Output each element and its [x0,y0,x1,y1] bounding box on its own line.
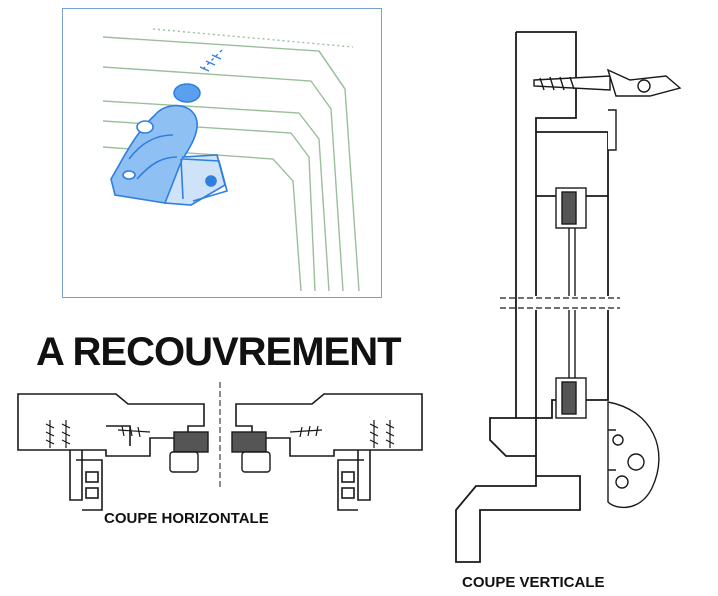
hinge-icon [110,104,228,206]
vertical-frame [455,31,609,563]
hinge-perspective-panel [62,8,382,298]
screws [45,420,395,448]
hinge-pin-icon [173,83,201,103]
horizontal-frame-left [17,393,205,511]
horizontal-section-drawing [17,382,423,511]
glazing-right [231,431,271,473]
bottom-hinge-icon [607,401,660,509]
sash-glazing [555,187,587,419]
break-lines [500,297,620,309]
hinge-perspective-drawing [102,28,360,292]
vertical-section-caption: COUPE VERTICALE [462,574,605,591]
page-title: A RECOUVREMENT [36,330,402,374]
glazing-left [169,431,209,473]
vertical-section-drawing [455,31,682,563]
horizontal-section-caption: COUPE HORIZONTALE [104,510,269,527]
horizontal-frame-right [235,393,423,511]
top-hinge-icon [533,68,682,151]
screw-icon [199,48,224,72]
